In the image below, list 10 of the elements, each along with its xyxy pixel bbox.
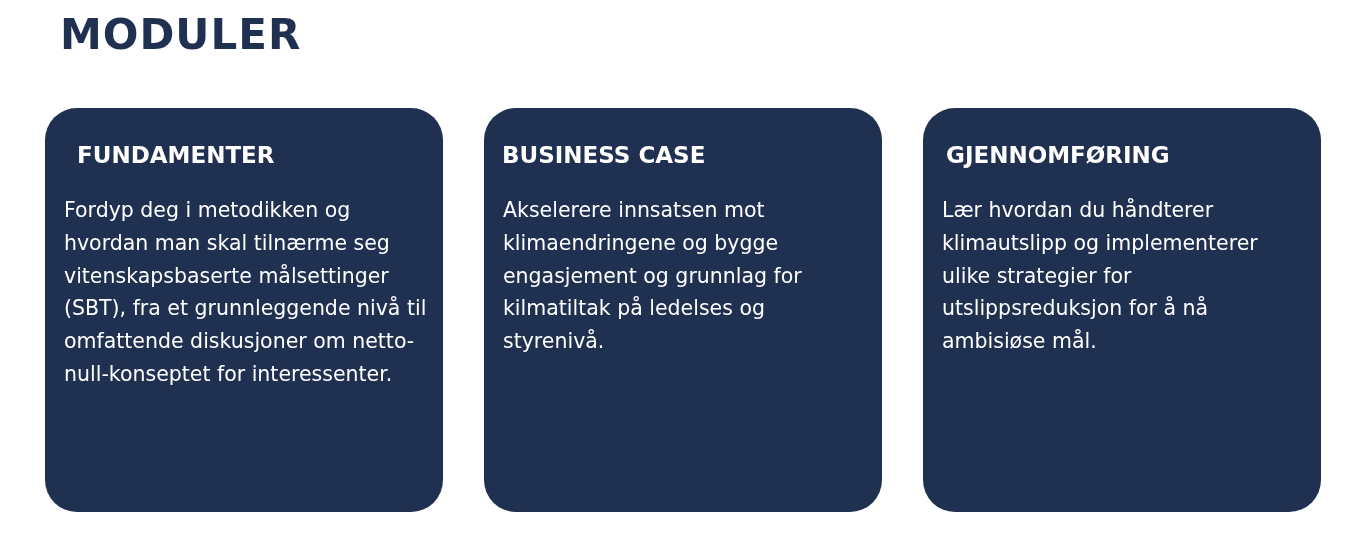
page-title: MODULER	[60, 10, 302, 59]
module-card	[45, 108, 443, 512]
card-heading: BUSINESS CASE	[502, 142, 706, 168]
module-card	[484, 108, 882, 512]
card-heading: FUNDAMENTER	[77, 142, 275, 168]
card-description: Akselerere innsatsen mot klimaendringene og bygge engasjement og grunnlag for kilmatiltak på ledelses og styrenivå.	[503, 197, 803, 356]
card-description: Lær hvordan du håndterer klimautslipp og implementerer ulike strategier for utslippsreduksjon for å nå ambisiøse mål.	[942, 197, 1259, 356]
module-card	[923, 108, 1321, 512]
card-heading: GJENNOMFØRING	[946, 142, 1170, 168]
card-description: Fordyp deg i metodikken og hvordan man skal tilnærme seg vitenskapsbaserte målsettinger (SBT), fra et grunnleggende nivå til omfattende diskusjoner om netto-null-konseptet for interessenter.	[64, 197, 428, 388]
